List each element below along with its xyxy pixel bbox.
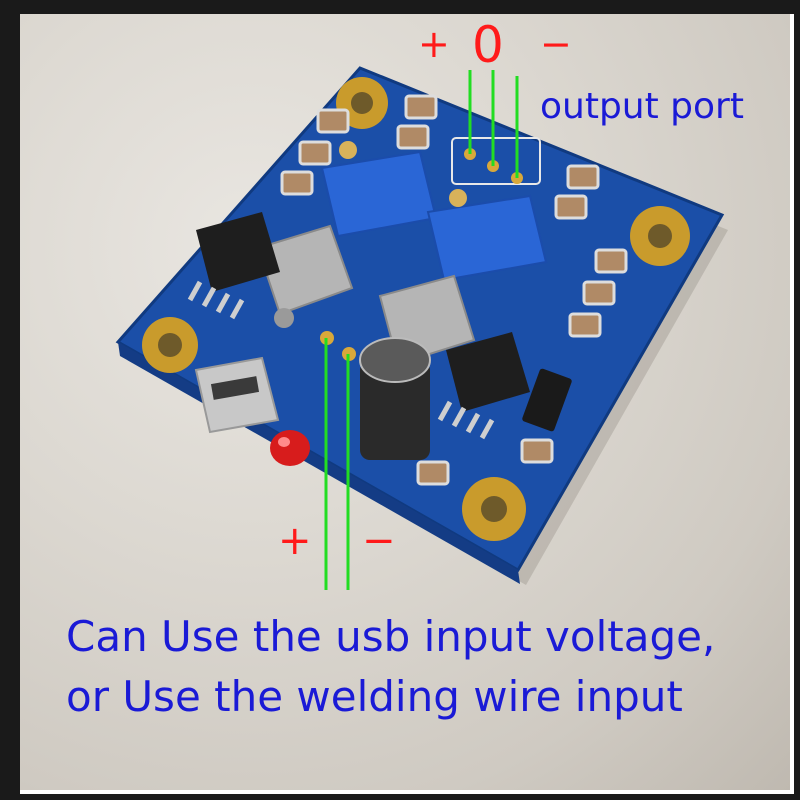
trim-potentiometer-right — [426, 189, 548, 282]
output-pointer-lines — [468, 70, 519, 178]
input-pointer-lines — [324, 338, 350, 590]
electrolytic-capacitor — [359, 337, 431, 460]
smd-capacitors — [280, 94, 628, 486]
regulator-ic-right — [437, 332, 530, 440]
micro-usb-connector — [194, 356, 280, 434]
caption-line-2: or Use the welding wire input — [66, 672, 683, 721]
input-minus-label: − — [362, 518, 396, 564]
output-zero-label: 0 — [472, 16, 504, 74]
mounting-hole-left — [142, 317, 198, 373]
output-minus-label: − — [540, 22, 572, 66]
red-led — [270, 430, 310, 466]
regulator-ic-left — [187, 212, 280, 320]
mounting-hole-bottom — [462, 477, 526, 541]
smd-diode — [522, 368, 572, 432]
output-plus-label: + — [418, 22, 450, 66]
input-plus-label: + — [278, 518, 312, 564]
caption-line-1: Can Use the usb input voltage, — [66, 612, 716, 661]
output-port-label: output port — [540, 86, 744, 127]
mounting-hole-right — [630, 206, 690, 266]
inductor-left — [256, 224, 354, 328]
